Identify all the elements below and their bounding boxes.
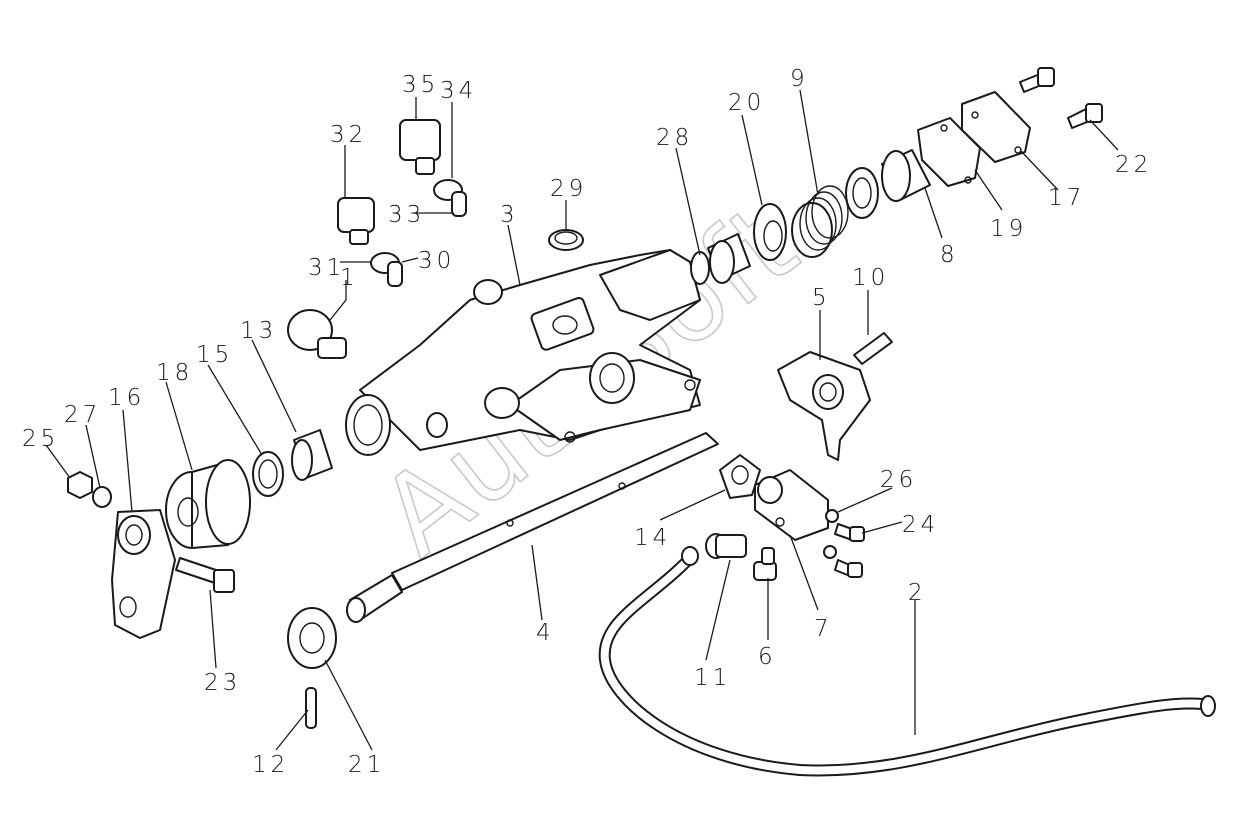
pin-part-30: [387, 261, 403, 287]
valve-part-7: [754, 469, 829, 541]
callout-21: 21: [348, 752, 385, 778]
sleeve-part-8: [881, 149, 931, 202]
fork-part-5: [777, 351, 871, 461]
pin-part-12: [305, 687, 317, 729]
ring-part-28: [690, 251, 710, 285]
sleeve-part-upper: [707, 233, 751, 284]
bolt-part-23: [175, 557, 235, 593]
callout-16: 16: [108, 385, 145, 411]
callout-32: 32: [330, 122, 367, 148]
callout-24: 24: [902, 512, 939, 538]
callout-4: 4: [536, 620, 555, 646]
piston-part-18: [165, 459, 251, 549]
callout-12: 12: [252, 752, 289, 778]
bolt-part-22b: [1067, 103, 1103, 129]
callout-19: 19: [990, 216, 1027, 242]
callout-8: 8: [940, 242, 959, 268]
callout-17: 17: [1048, 185, 1085, 211]
callout-28: 28: [656, 125, 693, 151]
callout-14: 14: [634, 525, 671, 551]
flange-part-21: [287, 607, 337, 669]
callout-26: 26: [880, 467, 917, 493]
callout-11: 11: [694, 665, 731, 691]
ring-part-spring-seat: [845, 167, 879, 219]
callout-30: 30: [418, 248, 455, 274]
gasket-part-14: [719, 454, 761, 499]
callout-13: 13: [240, 318, 277, 344]
callout-22: 22: [1115, 152, 1152, 178]
callout-15: 15: [196, 342, 233, 368]
bearing-part-20: [753, 203, 787, 261]
spring-part-9: [791, 185, 849, 258]
callout-20: 20: [728, 90, 765, 116]
seal-part-15: [252, 451, 284, 497]
sensor-part-35: [399, 119, 441, 175]
lever-part-16: [111, 509, 176, 639]
sensor-part-32: [337, 197, 375, 245]
sleeve-part-13: [291, 429, 333, 481]
bolt-part-24b: [834, 559, 863, 578]
washer-part-26b: [823, 545, 837, 559]
leader-lines: [45, 89, 1119, 751]
callout-29: 29: [550, 176, 587, 202]
callout-31: 31: [308, 255, 345, 281]
pin-part-33: [451, 191, 467, 217]
callout-35: 35: [402, 72, 439, 98]
washer-part-26: [825, 509, 839, 523]
callout-6: 6: [758, 644, 777, 670]
callout-2: 2: [908, 580, 927, 606]
callout-18: 18: [156, 360, 193, 386]
callout-23: 23: [204, 670, 241, 696]
callout-1: 1: [340, 265, 359, 291]
bolt-part-24a: [834, 523, 865, 542]
callout-9: 9: [790, 66, 809, 92]
nut-part-25: [67, 471, 93, 499]
cover-part-17: [961, 91, 1031, 163]
callout-5: 5: [812, 285, 831, 311]
ring-part-29: [548, 229, 584, 251]
callout-25: 25: [22, 426, 59, 452]
bolt-part-22a: [1019, 67, 1055, 93]
callout-33: 33: [388, 202, 425, 228]
elbow-part-6: [753, 547, 777, 581]
shaft-part-4: [346, 432, 719, 623]
fitting-part-11: [705, 533, 747, 559]
gasket-part-19: [917, 117, 981, 187]
housing-part-3: [345, 249, 701, 456]
pin-part-10: [853, 332, 893, 365]
plug-part-1: [287, 309, 347, 359]
callout-10: 10: [852, 265, 889, 291]
washer-part-27: [92, 486, 112, 508]
callout-27: 27: [64, 402, 101, 428]
hose-part-2: [598, 546, 1216, 777]
callout-34: 34: [440, 78, 477, 104]
callout-3: 3: [500, 202, 519, 228]
callouts: 1 2 3 4 5 6 7 8 9 10 11 12 13 14 15 16 1…: [22, 66, 1152, 778]
callout-7: 7: [814, 616, 833, 642]
